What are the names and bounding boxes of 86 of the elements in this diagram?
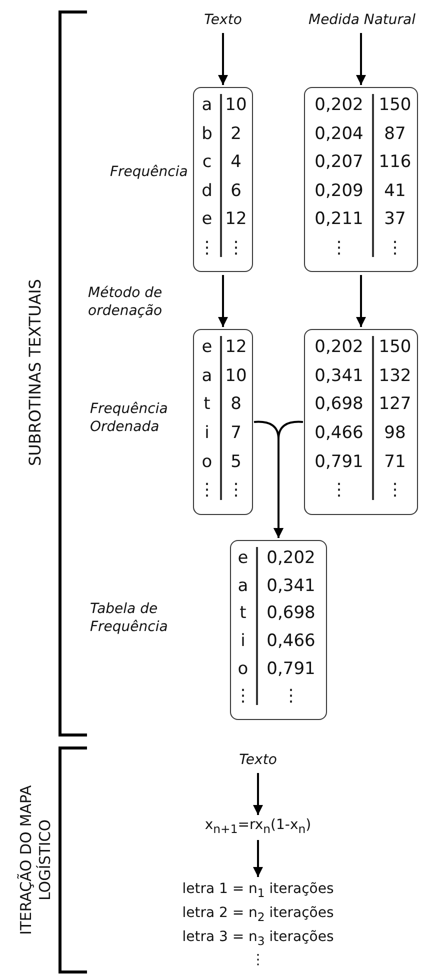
table-cell-text: 0,204 [314, 122, 364, 146]
data-table [230, 540, 327, 720]
data-table [304, 87, 418, 272]
table-cell-text: 41 [384, 180, 406, 202]
table-cell-text: ⋮ [198, 479, 216, 502]
step-label: Tabela de Frequência [90, 600, 169, 636]
node-text: Texto [183, 12, 263, 28]
table-cell-text: ⋮ [330, 236, 348, 260]
table-cell-text: e [202, 208, 212, 231]
table-cell-text: 0,211 [314, 208, 364, 231]
table-cell-text: 5 [230, 450, 242, 474]
table-cell-text: 0,698 [266, 602, 316, 626]
table-cell-text: ⋮ [330, 479, 348, 502]
table-cell-text: 8 [230, 393, 242, 416]
table-cell-text: 12 [225, 336, 247, 359]
table-cell-text: 7 [230, 422, 242, 445]
table-cell-text: o [238, 658, 248, 681]
table-cell-text: 0,791 [314, 450, 364, 474]
table-cell-text: e [238, 547, 248, 570]
table-cell-text: 0,202 [314, 94, 364, 117]
table-cell-text: t [240, 602, 246, 626]
arrow [356, 33, 366, 85]
table-cell-text: 150 [378, 336, 412, 359]
table-cell-text: 4 [230, 151, 242, 174]
table-cell-text: 87 [384, 122, 406, 146]
table-cell-text: 0,698 [314, 393, 364, 416]
table-cell-text: 0,341 [314, 364, 364, 388]
text-line: letra 2 = n$_{2}$ iterações [181, 904, 335, 926]
arrow [274, 420, 304, 538]
table-cell-text: 0,207 [314, 151, 364, 174]
table-cell-text: 2 [230, 122, 242, 146]
table-cell-text: 6 [230, 180, 242, 202]
table-cell-text: t [204, 393, 210, 416]
formula-text: x$_{n+1}$=rx$_{n}$(1-x$_{n}$) [193, 817, 323, 836]
section-title: SUBROTINAS TEXTUAIS [26, 278, 44, 468]
step-label: Frequência Ordenada [90, 400, 169, 436]
table-cell-text: 37 [384, 208, 406, 231]
arrow [218, 33, 228, 85]
table-cell-text: i [240, 630, 246, 653]
step-label: Frequência [110, 163, 189, 181]
table-cell-text: b [202, 122, 212, 146]
table-cell-text: 0,466 [266, 630, 316, 653]
table-cell-text: a [202, 94, 212, 117]
table-cell-text: ⋮ [228, 236, 244, 260]
text-line: ⋮ [250, 951, 266, 970]
step-label: Método de ordenação [88, 284, 164, 320]
table-cell-text: 0,209 [314, 180, 364, 202]
text-line: letra 3 = n$_{3}$ iterações [181, 928, 335, 950]
data-table [193, 329, 253, 515]
table-cell-text: 10 [225, 364, 247, 388]
arrow [253, 773, 263, 815]
table-cell-text: ⋮ [386, 236, 404, 260]
arrow [356, 275, 366, 327]
table-cell-text: 150 [378, 94, 412, 117]
table-cell-text: 132 [378, 364, 412, 388]
table-cell-text: ⋮ [234, 685, 252, 708]
table-cell-text: 0,202 [266, 547, 316, 570]
table-cell-text: 71 [384, 450, 406, 474]
table-cell-text: i [204, 422, 210, 445]
data-table [193, 87, 253, 272]
table-cell-text: 10 [225, 94, 247, 117]
table-cell-text: ⋮ [228, 479, 244, 502]
table-cell-text: 0,466 [314, 422, 364, 445]
text-line: letra 1 = n$_{1}$ iterações [181, 880, 335, 902]
table-cell-text: a [238, 574, 248, 598]
table-cell-text: d [202, 180, 212, 202]
table-cell-text: 127 [378, 393, 412, 416]
section-title: ITERAÇÃO DO MAPA LOGÍSTICO [17, 784, 55, 936]
table-cell-text: ⋮ [386, 479, 404, 502]
table-cell-text: 0,341 [266, 574, 316, 598]
table-cell-text: 12 [225, 208, 247, 231]
table-cell-text: e [202, 336, 212, 359]
arrow [253, 840, 263, 877]
table-cell-text: 0,791 [266, 658, 316, 681]
table-cell-text: a [202, 364, 212, 388]
table-cell-text: 116 [378, 151, 412, 174]
table-cell-text: 98 [384, 422, 406, 445]
data-table [304, 329, 418, 515]
table-cell-text: 0,202 [314, 336, 364, 359]
table-cell-text: c [202, 151, 212, 174]
node-text: Medida Natural [297, 12, 427, 28]
table-cell-text: ⋮ [198, 236, 216, 260]
node-text: Texto [218, 752, 298, 768]
arrow [218, 275, 228, 327]
table-cell-text: o [202, 450, 212, 474]
table-cell-text: ⋮ [282, 685, 300, 708]
